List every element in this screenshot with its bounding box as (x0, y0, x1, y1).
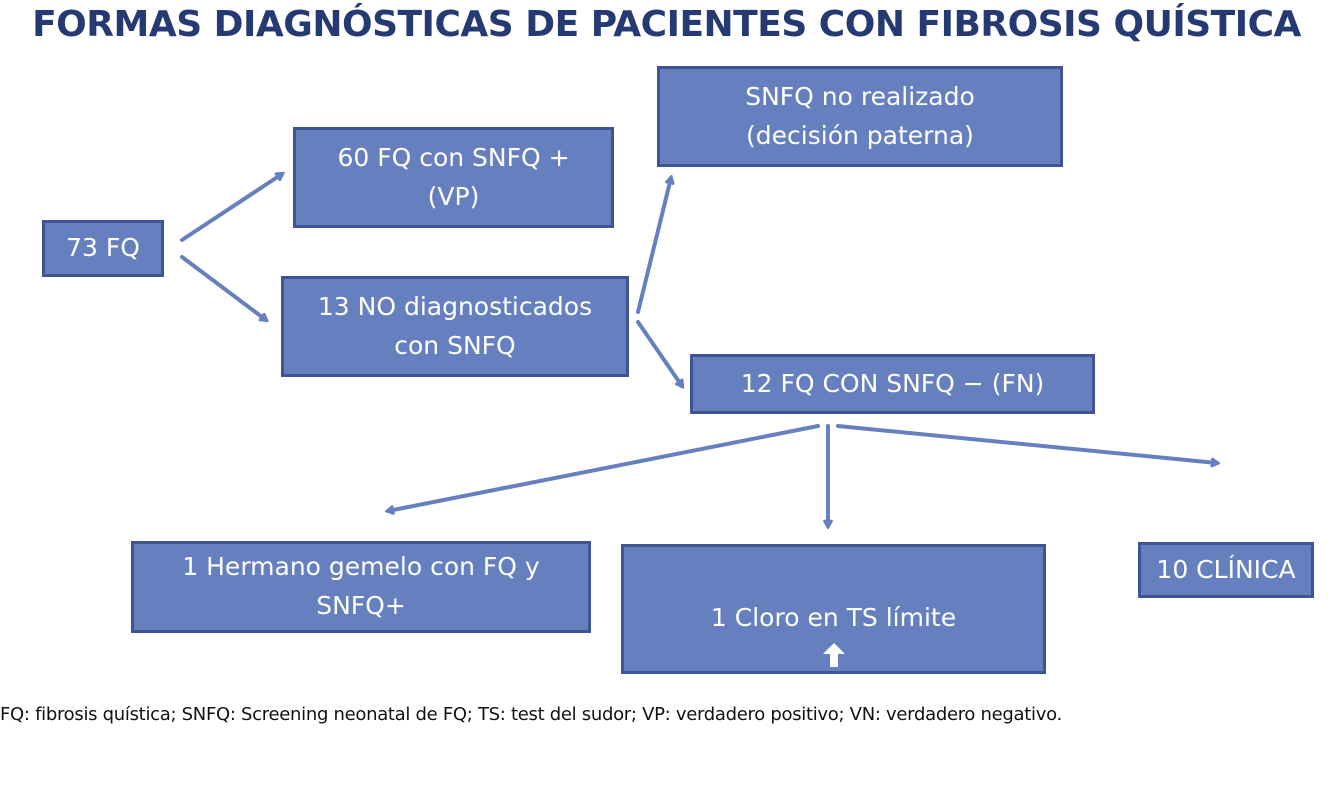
node-snfq-positive: 60 FQ con SNFQ + (VP) (293, 127, 614, 228)
node-chloride: 1 Cloro en TS límite de la normalidad. D… (621, 544, 1046, 787)
footnote: FQ: fibrosis quística; SNFQ: Screening n… (0, 704, 1062, 725)
node-twin: 1 Hermano gemelo con FQ y SNFQ+ (131, 541, 591, 633)
arrow-total-to-not-diagnosed (180, 255, 266, 320)
chloride-text-start: 1 Cloro en TS límite (710, 602, 957, 632)
arrow-not-diagnosed-to-not-done (636, 178, 671, 314)
arrow-total-to-positive (180, 174, 282, 242)
up-arrow-icon (822, 642, 845, 667)
connector-arrows (180, 0, 1333, 730)
arrow-negative-to-twin (388, 424, 820, 511)
node-snfq-not-done: SNFQ no realizado (decisión paterna) (657, 66, 1063, 167)
arrow-not-diagnosed-to-negative (636, 320, 682, 386)
node-total: 73 FQ (42, 220, 164, 277)
node-clinical: 10 CLÍNICA (1138, 542, 1314, 598)
node-not-diagnosed: 13 NO diagnosticados con SNFQ (281, 276, 629, 377)
node-snfq-negative: 12 FQ CON SNFQ − (FN) (690, 354, 1095, 414)
diagram-title: FORMAS DIAGNÓSTICAS DE PACIENTES CON FIB… (32, 4, 1301, 45)
arrow-negative-to-clinical (836, 424, 1217, 463)
